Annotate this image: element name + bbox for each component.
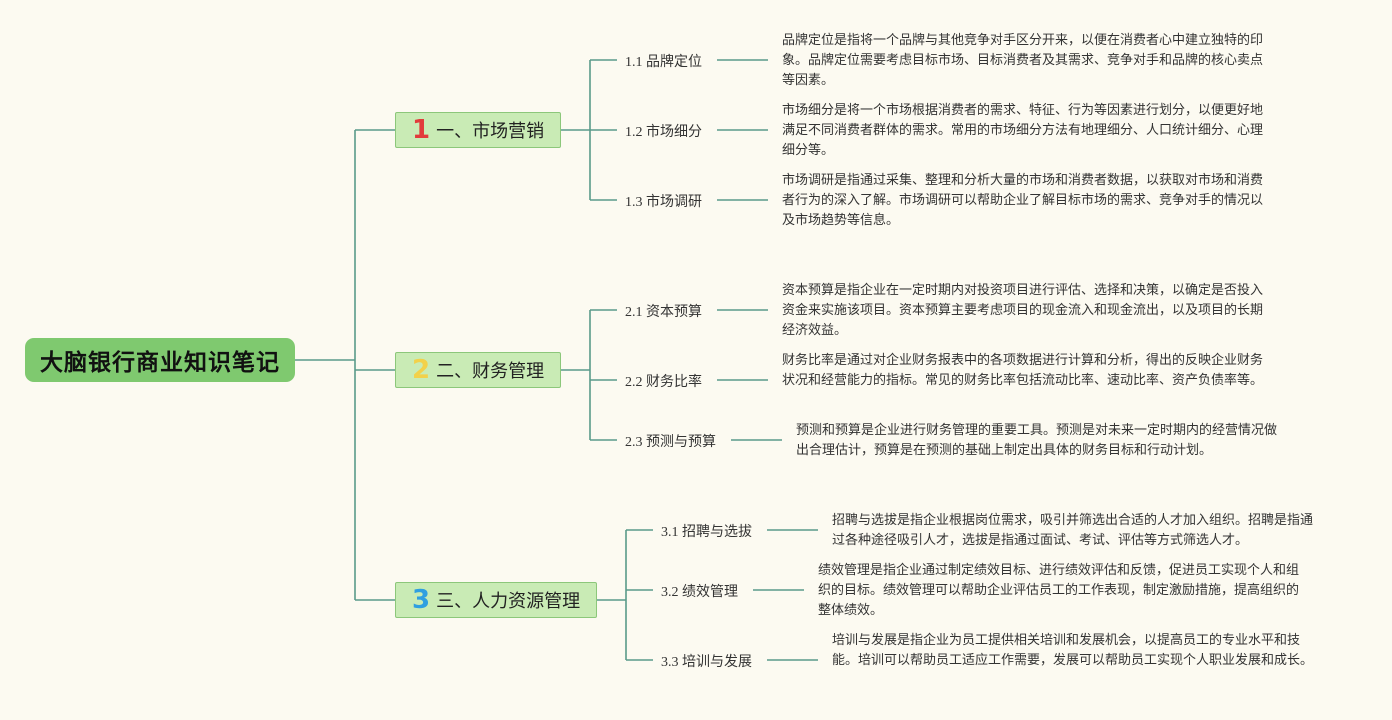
- leaf-market-segmentation[interactable]: 1.2 市场细分: [625, 125, 702, 140]
- leaf-financial-ratio[interactable]: 2.2 财务比率: [625, 375, 702, 390]
- leaf-recruitment[interactable]: 3.1 招聘与选拔: [661, 525, 752, 540]
- desc-capital-budget: 资本预算是指企业在一定时期内对投资项目进行评估、选择和决策，以确定是否投入资金来…: [782, 283, 1264, 338]
- branch-label: 二、财务管理: [436, 361, 545, 382]
- leaf-performance[interactable]: 3.2 绩效管理: [661, 585, 738, 600]
- branch-label: 三、人力资源管理: [436, 591, 581, 612]
- leaf-capital-budget[interactable]: 2.1 资本预算: [625, 305, 702, 320]
- desc-market-segmentation: 市场细分是将一个市场根据消费者的需求、特征、行为等因素进行划分，以便更好地满足不…: [782, 103, 1264, 158]
- leaf-forecast-budget[interactable]: 2.3 预测与预算: [625, 435, 716, 450]
- branch-label: 一、市场营销: [436, 121, 545, 142]
- desc-financial-ratio: 财务比率是通过对企业财务报表中的各项数据进行计算和分析，得出的反映企业财务状况和…: [782, 353, 1264, 388]
- branch-number: 1: [412, 115, 431, 145]
- leaf-training[interactable]: 3.3 培训与发展: [661, 655, 752, 670]
- desc-performance: 绩效管理是指企业通过制定绩效目标、进行绩效评估和反馈，促进员工实现个人和组织的目…: [818, 563, 1300, 618]
- desc-forecast-budget: 预测和预算是企业进行财务管理的重要工具。预测是对未来一定时期内的经营情况做出合理…: [796, 423, 1278, 458]
- desc-market-research: 市场调研是指通过采集、整理和分析大量的市场和消费者数据，以获取对市场和消费者行为…: [782, 173, 1264, 228]
- branch-finance[interactable]: 2 二、财务管理: [395, 352, 561, 388]
- desc-recruitment: 招聘与选拔是指企业根据岗位需求，吸引并筛选出合适的人才加入组织。招聘是指通过各种…: [832, 513, 1314, 548]
- leaf-market-research[interactable]: 1.3 市场调研: [625, 195, 702, 210]
- leaf-brand-positioning[interactable]: 1.1 品牌定位: [625, 55, 702, 70]
- desc-training: 培训与发展是指企业为员工提供相关培训和发展机会，以提高员工的专业水平和技能。培训…: [832, 633, 1314, 668]
- branch-number: 2: [412, 355, 431, 385]
- desc-brand-positioning: 品牌定位是指将一个品牌与其他竞争对手区分开来，以便在消费者心中建立独特的印象。品…: [782, 33, 1264, 88]
- root-title: 大脑银行商业知识笔记: [40, 350, 280, 376]
- branch-number: 3: [412, 585, 431, 615]
- branch-marketing[interactable]: 1 一、市场营销: [395, 112, 561, 148]
- branch-hr[interactable]: 3 三、人力资源管理: [395, 582, 597, 618]
- root-topic[interactable]: 大脑银行商业知识笔记: [25, 338, 295, 382]
